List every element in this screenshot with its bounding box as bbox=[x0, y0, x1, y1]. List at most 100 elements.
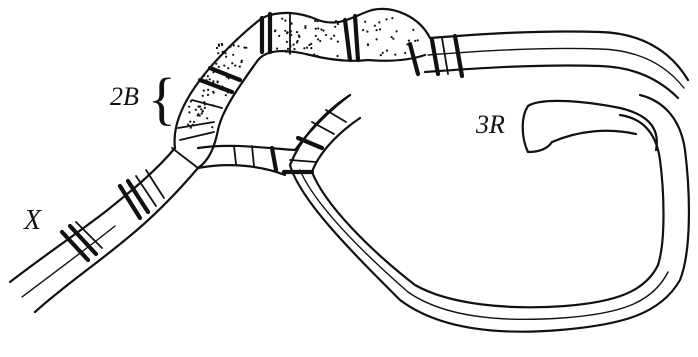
stipple-dot bbox=[274, 30, 276, 32]
stipple-dot bbox=[215, 63, 217, 65]
stipple-dot bbox=[378, 21, 380, 23]
stipple-dot bbox=[203, 90, 205, 92]
stipple-dot bbox=[197, 114, 199, 116]
stipple-dot bbox=[382, 52, 384, 54]
stipple-dot bbox=[306, 47, 308, 49]
loop-middle-line bbox=[300, 170, 668, 319]
stipple-dot bbox=[219, 86, 221, 88]
stipple-dot bbox=[190, 100, 192, 102]
stipple-dot bbox=[417, 39, 419, 41]
stipple-dot bbox=[187, 125, 189, 127]
stipple-dot bbox=[289, 45, 291, 47]
stipple-dot bbox=[376, 38, 378, 40]
stipple-dot bbox=[284, 20, 286, 22]
stipple-dot bbox=[204, 107, 206, 109]
stipple-dot bbox=[391, 17, 393, 19]
stipple-dot bbox=[379, 28, 381, 30]
stipple-dot bbox=[225, 56, 227, 58]
stipple-dot bbox=[207, 75, 209, 77]
stipple-dot bbox=[320, 28, 322, 30]
stipple-dot bbox=[317, 38, 319, 40]
stipple-dot bbox=[412, 29, 414, 31]
stipple-dot bbox=[362, 29, 364, 31]
stipple-dot bbox=[298, 34, 300, 36]
stipple-dot bbox=[285, 51, 287, 53]
puff-2b-outline bbox=[175, 9, 430, 168]
stipple-dot bbox=[310, 47, 312, 49]
stipple-dot bbox=[205, 79, 207, 81]
stipple-dot bbox=[337, 41, 339, 43]
stipple-dot bbox=[287, 48, 289, 50]
stipple-dot bbox=[286, 41, 288, 43]
stipple-dot bbox=[232, 54, 234, 56]
stipple-dot bbox=[364, 21, 366, 23]
stipple-dot bbox=[217, 52, 219, 54]
stipple-dot bbox=[227, 91, 229, 93]
stipple-dot bbox=[367, 43, 369, 45]
stipple-dot bbox=[290, 34, 292, 36]
stipple-dot bbox=[330, 38, 332, 40]
stipple-dot bbox=[317, 27, 319, 29]
puff-2b-bands bbox=[178, 14, 358, 140]
stipple-dot bbox=[216, 47, 218, 49]
stipple-dot bbox=[231, 62, 233, 64]
stipple-dot bbox=[335, 20, 337, 22]
stipple-dot bbox=[227, 67, 229, 69]
stipple-dot bbox=[245, 47, 247, 49]
stipple-dot bbox=[221, 72, 223, 74]
stipple-dot bbox=[314, 20, 316, 22]
stipple-dot bbox=[192, 124, 194, 126]
stipple-dot bbox=[212, 104, 214, 106]
stipple-dot bbox=[188, 106, 190, 108]
stipple-dot bbox=[394, 54, 396, 56]
stipple-dot bbox=[213, 92, 215, 94]
stipple-dot bbox=[202, 110, 204, 112]
stipple-dot bbox=[204, 103, 206, 105]
stipple-dot bbox=[223, 65, 225, 67]
stipple-dot bbox=[290, 30, 292, 32]
stipple-dot bbox=[386, 50, 388, 52]
stipple-dot bbox=[195, 109, 197, 111]
stipple-dot bbox=[216, 70, 218, 72]
bridge-bands bbox=[172, 146, 276, 170]
stipple-dot bbox=[404, 52, 406, 54]
stipple-dot bbox=[313, 53, 315, 55]
stipple-dot bbox=[319, 40, 321, 42]
stipple-dot bbox=[243, 47, 245, 49]
stipple-dot bbox=[303, 47, 305, 49]
stipple-dot bbox=[222, 51, 224, 53]
stipple-dot bbox=[200, 108, 202, 110]
stipple-dot bbox=[380, 54, 382, 56]
stipple-dot bbox=[189, 121, 191, 123]
stipple-dot bbox=[317, 20, 319, 22]
stipple-dot bbox=[212, 71, 214, 73]
stipple-dot bbox=[385, 18, 387, 20]
stipple-dot bbox=[286, 32, 288, 34]
left-arm-bands bbox=[62, 170, 164, 260]
stipple-dot bbox=[281, 18, 283, 20]
stipple-dot bbox=[304, 27, 306, 29]
stipple-dot bbox=[207, 89, 209, 91]
stipple-dot bbox=[199, 78, 201, 80]
stipple-dot bbox=[221, 43, 223, 45]
puff-2b-stipple bbox=[187, 17, 419, 129]
stipple-dot bbox=[225, 94, 227, 96]
stipple-dot bbox=[228, 77, 230, 79]
stipple-dot bbox=[188, 111, 190, 113]
stipple-dot bbox=[190, 127, 192, 129]
stipple-dot bbox=[209, 78, 211, 80]
stipple-dot bbox=[201, 113, 203, 115]
stipple-dot bbox=[234, 65, 236, 67]
stipple-dot bbox=[198, 106, 200, 108]
x-mark-label: X bbox=[24, 207, 41, 235]
stipple-dot bbox=[241, 60, 243, 62]
stipple-dot bbox=[296, 41, 298, 43]
region-3r-label: 3R bbox=[476, 112, 505, 138]
stipple-dot bbox=[293, 48, 295, 50]
stipple-dot bbox=[276, 48, 278, 50]
stipple-dot bbox=[374, 25, 376, 27]
stipple-dot bbox=[212, 80, 214, 82]
stipple-dot bbox=[396, 30, 398, 32]
